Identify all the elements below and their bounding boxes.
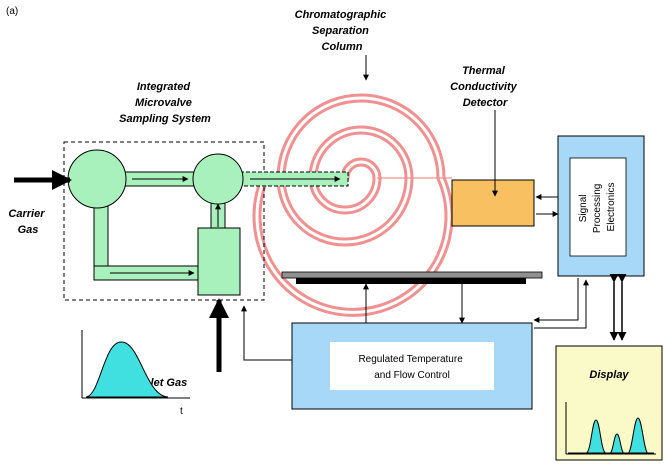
electronics-display-link — [609, 273, 627, 341]
inlet-pulse-plot — [81, 330, 190, 399]
electronics-label: Signal Processing Electronics — [578, 181, 617, 233]
sampling-valve — [192, 153, 244, 205]
panel-label: (a) — [6, 6, 18, 17]
sampling-system-boundary — [63, 141, 265, 301]
thermal-conductivity-detector — [451, 179, 535, 227]
sampling-label: Integrated Microvalve Sampling System — [119, 81, 211, 125]
heater-plate — [281, 271, 543, 279]
display-label: Display — [589, 369, 629, 381]
signal-processing-inner — [569, 157, 627, 257]
chromatogram-plot — [565, 402, 656, 455]
detector-label: Thermal Conductivity Detector — [450, 65, 520, 109]
control-inner — [330, 342, 494, 390]
separation-column-spiral — [252, 93, 454, 317]
control-label: Regulated Temperature and Flow Control — [358, 354, 465, 381]
column-label: Chromatographic Separation Column — [295, 9, 390, 53]
time-axis-label: t — [180, 406, 183, 417]
display-box — [555, 345, 663, 461]
sample-loop — [197, 227, 241, 296]
control-connections — [241, 278, 589, 361]
inlet-valve — [67, 149, 127, 209]
carrier-gas-label: Carrier Gas — [8, 208, 47, 236]
flow-arrows — [110, 176, 341, 276]
heater-element — [296, 278, 526, 284]
